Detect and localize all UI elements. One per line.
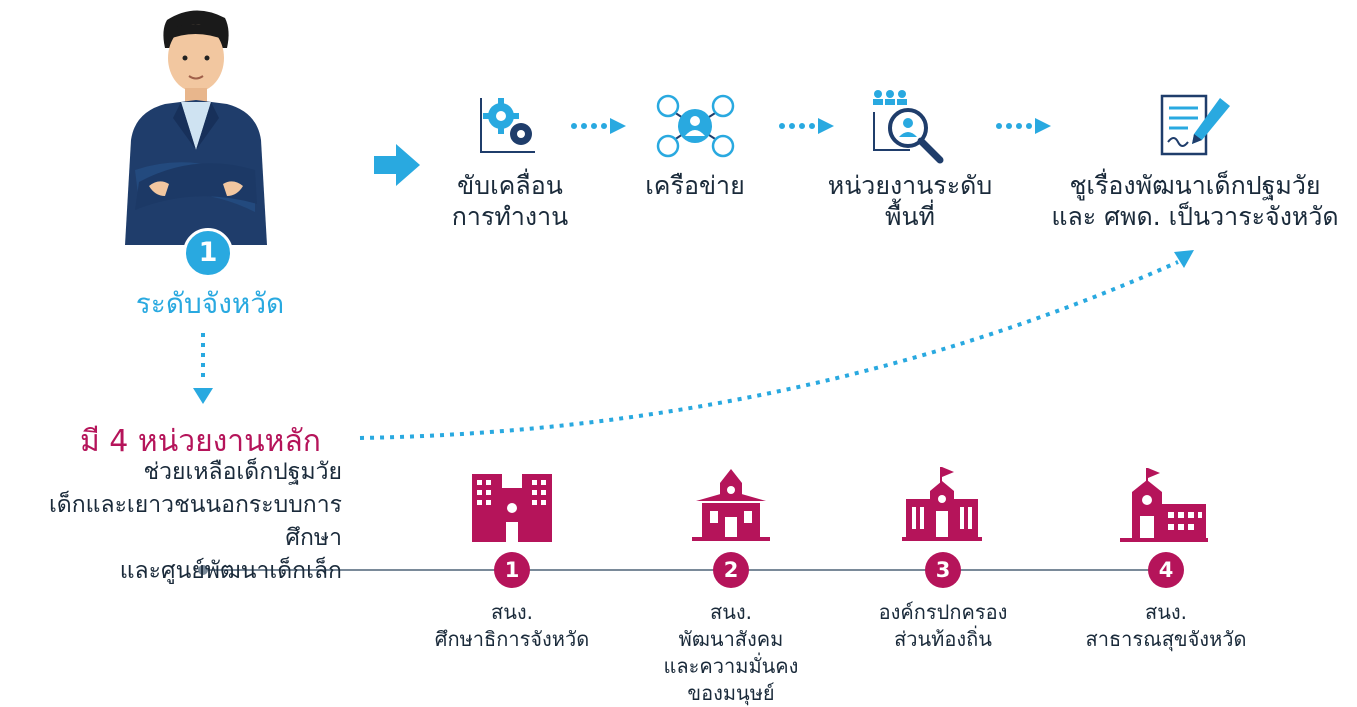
agency-1-line1: สนง. [490,600,533,624]
agency-2-line1: สนง. [709,600,752,624]
dots-arrow-1-icon [571,118,626,134]
agency-2-line3: และความมั่นคง [663,654,799,678]
step-3-line2: พื้นที่ [884,202,936,231]
step-3-label: หน่วยงานระดับ พื้นที่ [810,170,1010,232]
agency-2-number: 2 [713,552,749,588]
step-3-line1: หน่วยงานระดับ [827,171,993,200]
public-health-building-icon [1120,468,1208,542]
agency-3-label: องค์กรปกครอง ส่วนท้องถิ่น [843,599,1043,653]
agency-3-line1: องค์กรปกครอง [878,600,1008,624]
step-4-line1: ชูเรื่องพัฒนาเด็กปฐมวัย [1069,171,1321,200]
agency-1-number: 1 [494,552,530,588]
agency-4-label: สนง. สาธารณสุขจังหวัด [1066,599,1266,653]
agency-4-number: 4 [1148,552,1184,588]
agency-3-number: 3 [925,552,961,588]
businessman-illustration [125,10,267,245]
step-1-line2: การทำงาน [451,202,569,231]
step-2-label: เครือข่าย [605,170,785,201]
agency-1-line2: ศึกษาธิการจังหวัด [434,627,590,651]
big-arrow-right-icon [374,144,420,186]
main-title: มี 4 หน่วยงานหลัก [80,424,321,459]
step-1-line1: ขับเคลื่อน [457,171,563,200]
gears-icon [480,98,535,153]
agency-2-line4: ของมนุษย์ [687,681,775,705]
level-number-badge: 1 [183,228,233,278]
agency-3-line2: ส่วนท้องถิ่น [894,627,992,651]
agency-4-line1: สนง. [1144,600,1187,624]
step-2-line1: เครือข่าย [645,171,745,200]
dots-arrow-2-icon [779,118,834,134]
subtitle-line-2: เด็กและเยาวชนนอกระบบการศึกษา [48,492,342,551]
agency-1-label: สนง. ศึกษาธิการจังหวัด [412,599,612,653]
level-label: ระดับจังหวัด [135,287,285,320]
agency-2-label: สนง. พัฒนาสังคม และความมั่นคง ของมนุษย์ [631,599,831,707]
step-1-label: ขับเคลื่อน การทำงาน [420,170,600,232]
subtitle-line-1: ช่วยเหลือเด็กปฐมวัย [143,459,343,485]
local-government-building-icon [902,467,982,541]
agency-4-line2: สาธารณสุขจังหวัด [1085,627,1247,651]
document-sign-icon [1160,94,1230,156]
subtitle-line-3: และศูนย์พัฒนาเด็กเล็ก [119,558,342,584]
dots-arrow-3-icon [996,118,1051,134]
main-subtitle: ช่วยเหลือเด็กปฐมวัย เด็กและเยาวชนนอกระบบ… [2,456,342,588]
step-4-line2: และ ศพด. เป็นวาระจังหวัด [1051,202,1339,231]
education-office-building-icon [472,474,552,542]
search-people-icon [873,90,944,164]
step-4-label: ชูเรื่องพัฒนาเด็กปฐมวัย และ ศพด. เป็นวาร… [1040,170,1350,232]
agency-2-line2: พัฒนาสังคม [678,627,784,651]
social-development-building-icon [692,469,770,541]
network-icon [656,94,735,158]
